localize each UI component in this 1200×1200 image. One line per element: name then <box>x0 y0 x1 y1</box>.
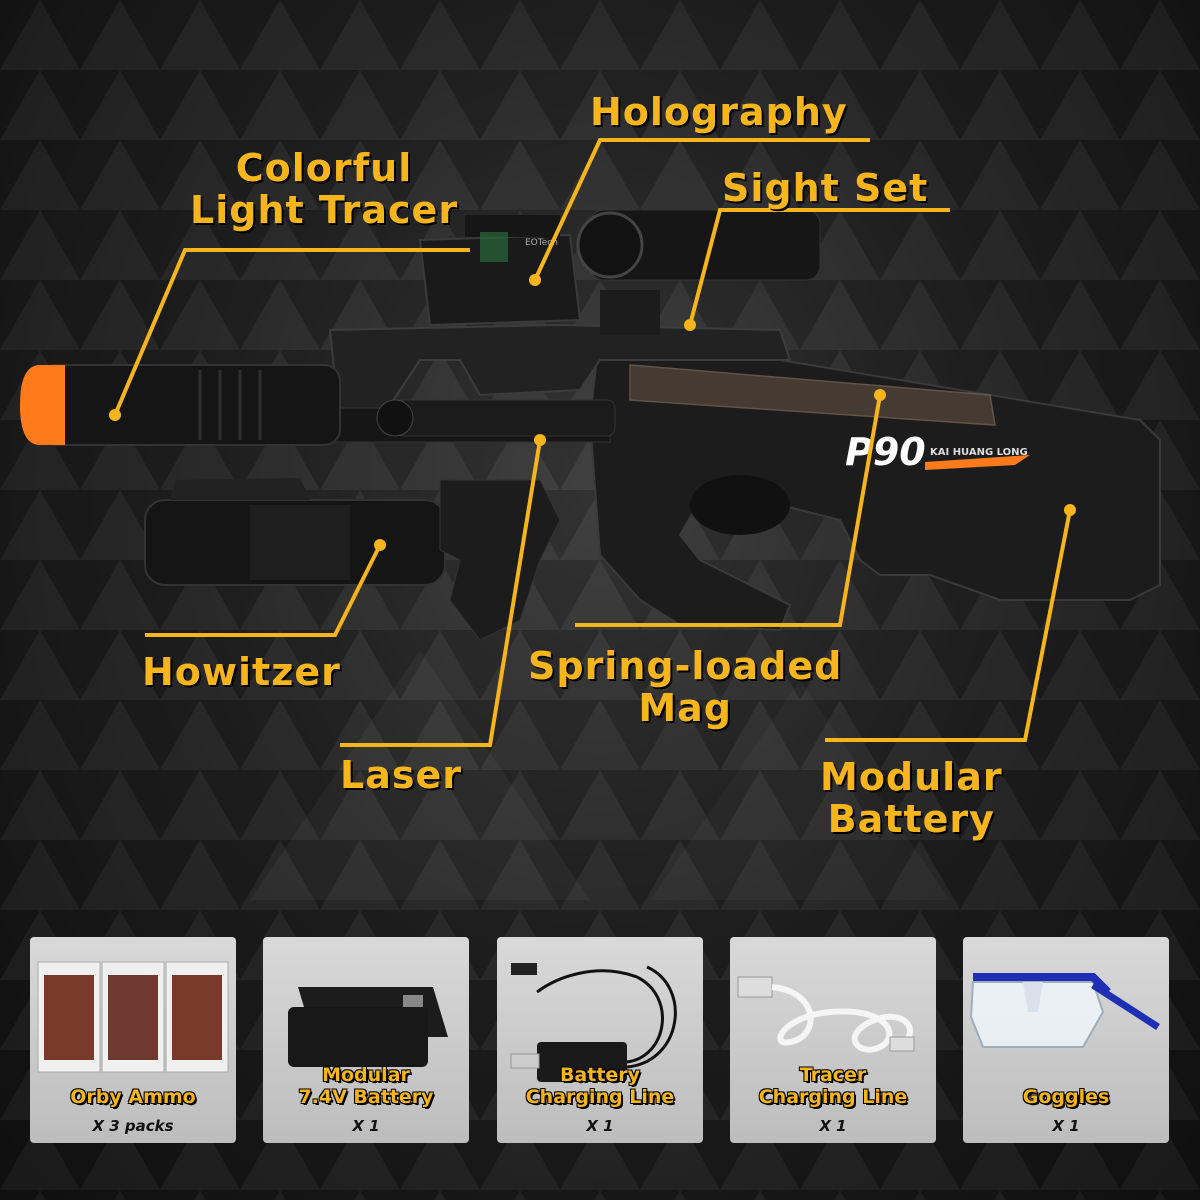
callout-sight-set: Sight Set <box>722 166 929 210</box>
item-goggles-name-line1: Goggles <box>1022 1086 1110 1108</box>
item-goggles-qty: X 1 <box>1052 1117 1080 1135</box>
callout-modular-battery-line2: Battery <box>827 796 995 841</box>
callout-laser: Laser <box>340 753 462 797</box>
item-orby-ammo: Orby Ammo X 3 packs <box>30 937 236 1143</box>
goggles-image <box>969 973 1160 1048</box>
item-orby-ammo-qty: X 3 packs <box>92 1117 174 1135</box>
gun-model-text: P90 <box>845 430 926 474</box>
callout-modular-battery-line1: Modular <box>820 755 1003 799</box>
callout-howitzer: Howitzer <box>142 650 341 694</box>
callout-light-tracer-line2: Light Tracer <box>190 187 459 232</box>
item-battery-qty: X 1 <box>352 1117 380 1135</box>
item-tracer-charging-line-name-line1: Tracer <box>799 1064 867 1086</box>
item-battery-charging-line-qty: X 1 <box>586 1117 614 1135</box>
callout-spring-mag: Spring-loaded Mag <box>528 644 843 730</box>
item-battery-name: Modular 7.4V Battery <box>263 1064 469 1109</box>
battery-image <box>288 987 448 1067</box>
callout-light-tracer-line1: Colorful <box>235 146 413 190</box>
item-battery-charging-line-name-line2: Charging Line <box>525 1085 675 1108</box>
item-tracer-charging-line-qty: X 1 <box>819 1117 847 1135</box>
callout-modular-battery: Modular Battery <box>820 755 1003 841</box>
charging-cable-image <box>510 963 677 1082</box>
item-battery-charging-line: Battery Charging Line X 1 <box>497 937 703 1143</box>
item-battery-charging-line-name: Battery Charging Line <box>497 1064 703 1109</box>
item-goggles-name: Goggles <box>963 1086 1169 1109</box>
item-goggles: Goggles X 1 <box>963 937 1169 1143</box>
callout-holography: Holography <box>590 90 848 134</box>
sight-brand-text: EOTech <box>525 238 558 248</box>
item-orby-ammo-name: Orby Ammo <box>30 1086 236 1109</box>
item-tracer-charging-line-name: Tracer Charging Line <box>730 1064 936 1109</box>
item-battery-name-line1: Modular <box>322 1064 410 1086</box>
item-tracer-charging-line-name-line2: Charging Line <box>758 1085 908 1108</box>
item-battery-name-line2: 7.4V Battery <box>298 1085 434 1108</box>
item-tracer-charging-line: Tracer Charging Line X 1 <box>730 937 936 1143</box>
usb-cable-image <box>737 976 915 1053</box>
item-orby-ammo-name-line1: Orby Ammo <box>70 1086 196 1108</box>
item-battery: Modular 7.4V Battery X 1 <box>263 937 469 1143</box>
callout-spring-mag-line1: Spring-loaded <box>528 644 843 688</box>
gun-brand-text: KAI HUANG LONG <box>930 447 1028 458</box>
callout-light-tracer: Colorful Light Tracer <box>190 146 459 232</box>
gel-beads-image <box>37 961 229 1073</box>
callout-spring-mag-line2: Mag <box>638 685 732 730</box>
item-battery-charging-line-name-line1: Battery <box>559 1064 641 1086</box>
